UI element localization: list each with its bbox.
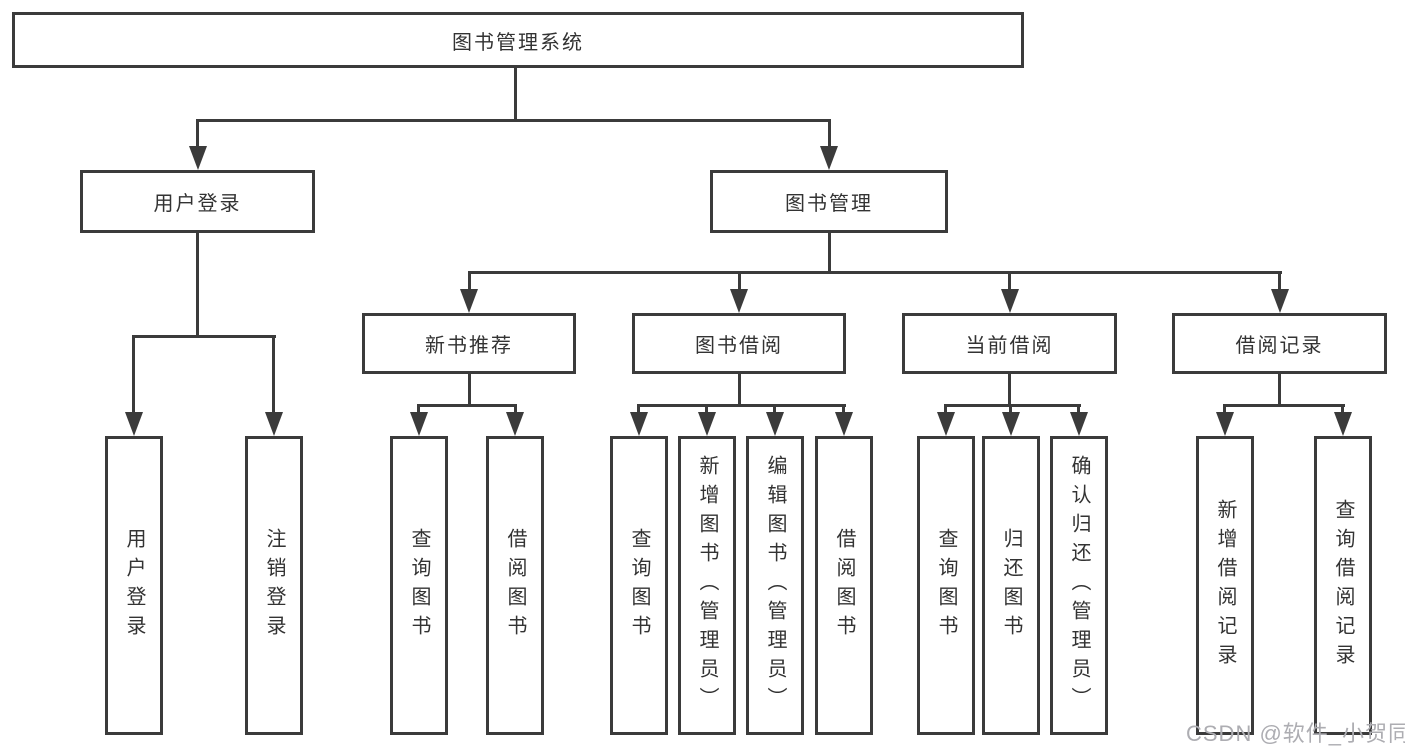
node-user-login: 用户登录 [80,170,315,233]
node-current-borrow: 当前借阅 [902,313,1117,374]
connector-user-drop-1 [132,335,135,414]
leaf-borrow-books-label: 借阅图书 [833,527,855,644]
arrow-down-icon [698,412,716,436]
arrow-down-icon [1271,289,1289,313]
connector-mgmt-drop-2 [738,271,741,291]
leaf-return-books-label: 归还图书 [1000,527,1022,644]
connector-records-stem [1278,374,1281,407]
arrow-down-icon [189,146,207,170]
node-borrow-records: 借阅记录 [1172,313,1387,374]
leaf-borrow-query-books-label: 查询图书 [628,527,650,644]
arrow-down-icon [766,412,784,436]
leaf-return-books: 归还图书 [982,436,1040,735]
connector-mgmt-drop-1 [468,271,471,291]
leaf-rec-borrow-books-label: 借阅图书 [504,527,526,644]
connector-borrow-drop-2 [705,404,708,416]
node-root: 图书管理系统 [12,12,1024,68]
arrow-down-icon [730,289,748,313]
leaf-user-login-label: 用户登录 [123,527,145,644]
connector-root-bar [196,119,831,122]
leaf-add-books-admin-label: 新增图书（管理员） [696,455,718,716]
node-new-book-rec-label: 新书推荐 [425,335,513,357]
arrow-down-icon [410,412,428,436]
node-user-login-label: 用户登录 [153,193,242,215]
connector-mgmt-bar [468,271,1282,274]
connector-current-bar [944,404,1081,407]
node-current-borrow-label: 当前借阅 [965,335,1054,357]
leaf-user-login: 用户登录 [105,436,163,735]
arrow-down-icon [1001,289,1019,313]
node-book-mgmt-label: 图书管理 [785,193,873,215]
node-book-borrow: 图书借阅 [632,313,846,374]
connector-current-drop-2 [1009,404,1012,416]
leaf-add-books-admin: 新增图书（管理员） [678,436,736,735]
arrow-down-icon [506,412,524,436]
leaf-rec-borrow-books: 借阅图书 [486,436,544,735]
connector-borrow-drop-3 [773,404,776,416]
connector-borrow-drop-4 [842,404,845,416]
leaf-edit-books-admin: 编辑图书（管理员） [746,436,804,735]
arrow-down-icon [1070,412,1088,436]
arrow-down-icon [835,412,853,436]
node-new-book-rec: 新书推荐 [362,313,576,374]
connector-user-drop-2 [272,335,275,414]
node-book-borrow-label: 图书借阅 [695,335,783,357]
connector-borrow-bar [637,404,846,407]
leaf-add-borrow-record: 新增借阅记录 [1196,436,1254,735]
connector-rec-drop-1 [417,404,420,416]
arrow-down-icon [820,146,838,170]
connector-rec-bar [417,404,517,407]
connector-rec-drop-2 [514,404,517,416]
leaf-current-query-books: 查询图书 [917,436,975,735]
connector-mgmt-drop-3 [1008,271,1011,291]
connector-mgmt-stem [828,233,831,274]
arrow-down-icon [1216,412,1234,436]
leaf-rec-query-books: 查询图书 [390,436,448,735]
leaf-query-borrow-record: 查询借阅记录 [1314,436,1372,735]
node-book-mgmt: 图书管理 [710,170,948,233]
leaf-borrow-books: 借阅图书 [815,436,873,735]
connector-current-drop-3 [1077,404,1080,416]
connector-records-drop-2 [1341,404,1344,416]
connector-root-stem [514,68,517,122]
connector-user-bar [132,335,276,338]
arrow-down-icon [460,289,478,313]
arrow-down-icon [265,412,283,436]
connector-user-stem [196,233,199,338]
connector-rec-stem [468,374,471,407]
leaf-add-borrow-record-label: 新增借阅记录 [1214,498,1236,673]
connector-current-stem [1008,374,1011,407]
connector-borrow-drop-1 [637,404,640,416]
connector-current-drop-1 [944,404,947,416]
arrow-down-icon [1334,412,1352,436]
leaf-confirm-return-admin-label: 确认归还（管理员） [1068,455,1090,716]
arrow-down-icon [937,412,955,436]
arrow-down-icon [630,412,648,436]
leaf-borrow-query-books: 查询图书 [610,436,668,735]
connector-records-drop-1 [1223,404,1226,416]
connector-mgmt-drop-4 [1278,271,1281,291]
connector-root-drop-right [828,119,831,150]
leaf-rec-query-books-label: 查询图书 [408,527,430,644]
connector-records-bar [1223,404,1345,407]
leaf-current-query-books-label: 查询图书 [935,527,957,644]
node-root-label: 图书管理系统 [452,31,584,54]
connector-borrow-stem [738,374,741,407]
arrow-down-icon [1002,412,1020,436]
leaf-edit-books-admin-label: 编辑图书（管理员） [764,455,786,716]
arrow-down-icon [125,412,143,436]
leaf-logout-label: 注销登录 [263,527,285,644]
connector-root-drop-left [196,119,199,150]
leaf-confirm-return-admin: 确认归还（管理员） [1050,436,1108,735]
node-borrow-records-label: 借阅记录 [1235,335,1324,357]
leaf-logout: 注销登录 [245,436,303,735]
leaf-query-borrow-record-label: 查询借阅记录 [1332,498,1354,673]
watermark: CSDN @软件_小贺同学 [1186,721,1405,746]
